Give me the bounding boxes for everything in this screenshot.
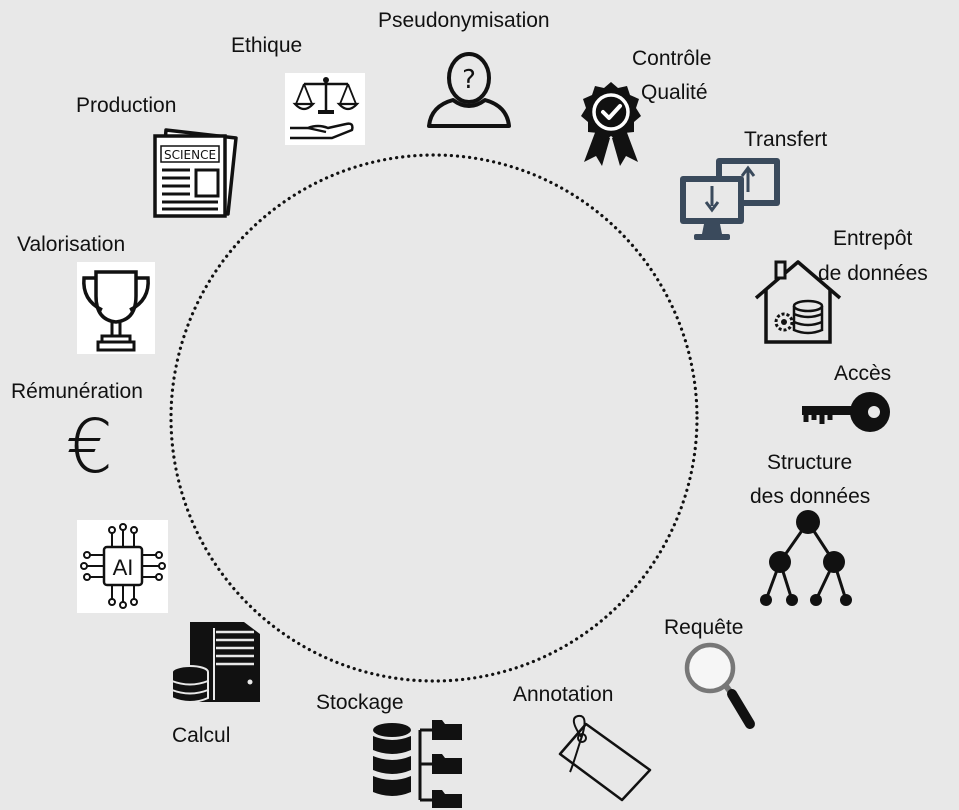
scales-hand-icon [290,77,360,140]
label-calcul: Calcul [172,724,231,747]
label-production: Production [76,94,177,117]
label-structure: Structure [767,451,853,474]
label-requete: Requête [664,616,744,639]
label-pseudonymisation: Pseudonymisation [378,9,550,32]
hierarchy-tree-icon [760,510,852,606]
label-annotation: Annotation [513,683,614,706]
transfer-monitors-icon [680,158,780,240]
warehouse-database-icon [754,260,842,344]
trophy-icon [82,270,150,352]
science-text: SCIENCE [164,148,216,162]
label-de-donnees: de données [818,262,928,285]
newspaper-icon: SCIENCE [153,128,238,218]
label-remuneration: Rémunération [11,380,143,403]
database-folders-icon [373,720,462,808]
quality-badge-icon [581,82,641,166]
label-acces: Accès [834,362,892,385]
key-icon [802,392,890,432]
label-ethique: Ethique [231,34,303,57]
label-stockage: Stockage [316,691,404,714]
server-database-icon [171,622,260,703]
question-mark: ? [462,65,476,95]
label-valorisation: Valorisation [17,233,126,256]
euro-icon: € [66,404,114,490]
ai-chip-icon: AI [80,523,166,609]
tag-icon [558,714,652,802]
person-question-icon: ? [427,52,511,128]
ai-text: AI [113,555,134,580]
label-transfert: Transfert [744,128,828,151]
label-des-donnees: des données [750,485,871,508]
magnifier-icon [684,642,755,729]
label-entrepot: Entrepôt [833,227,913,250]
label-controle: Contrôle [632,47,712,70]
label-qualite: Qualité [641,81,708,104]
